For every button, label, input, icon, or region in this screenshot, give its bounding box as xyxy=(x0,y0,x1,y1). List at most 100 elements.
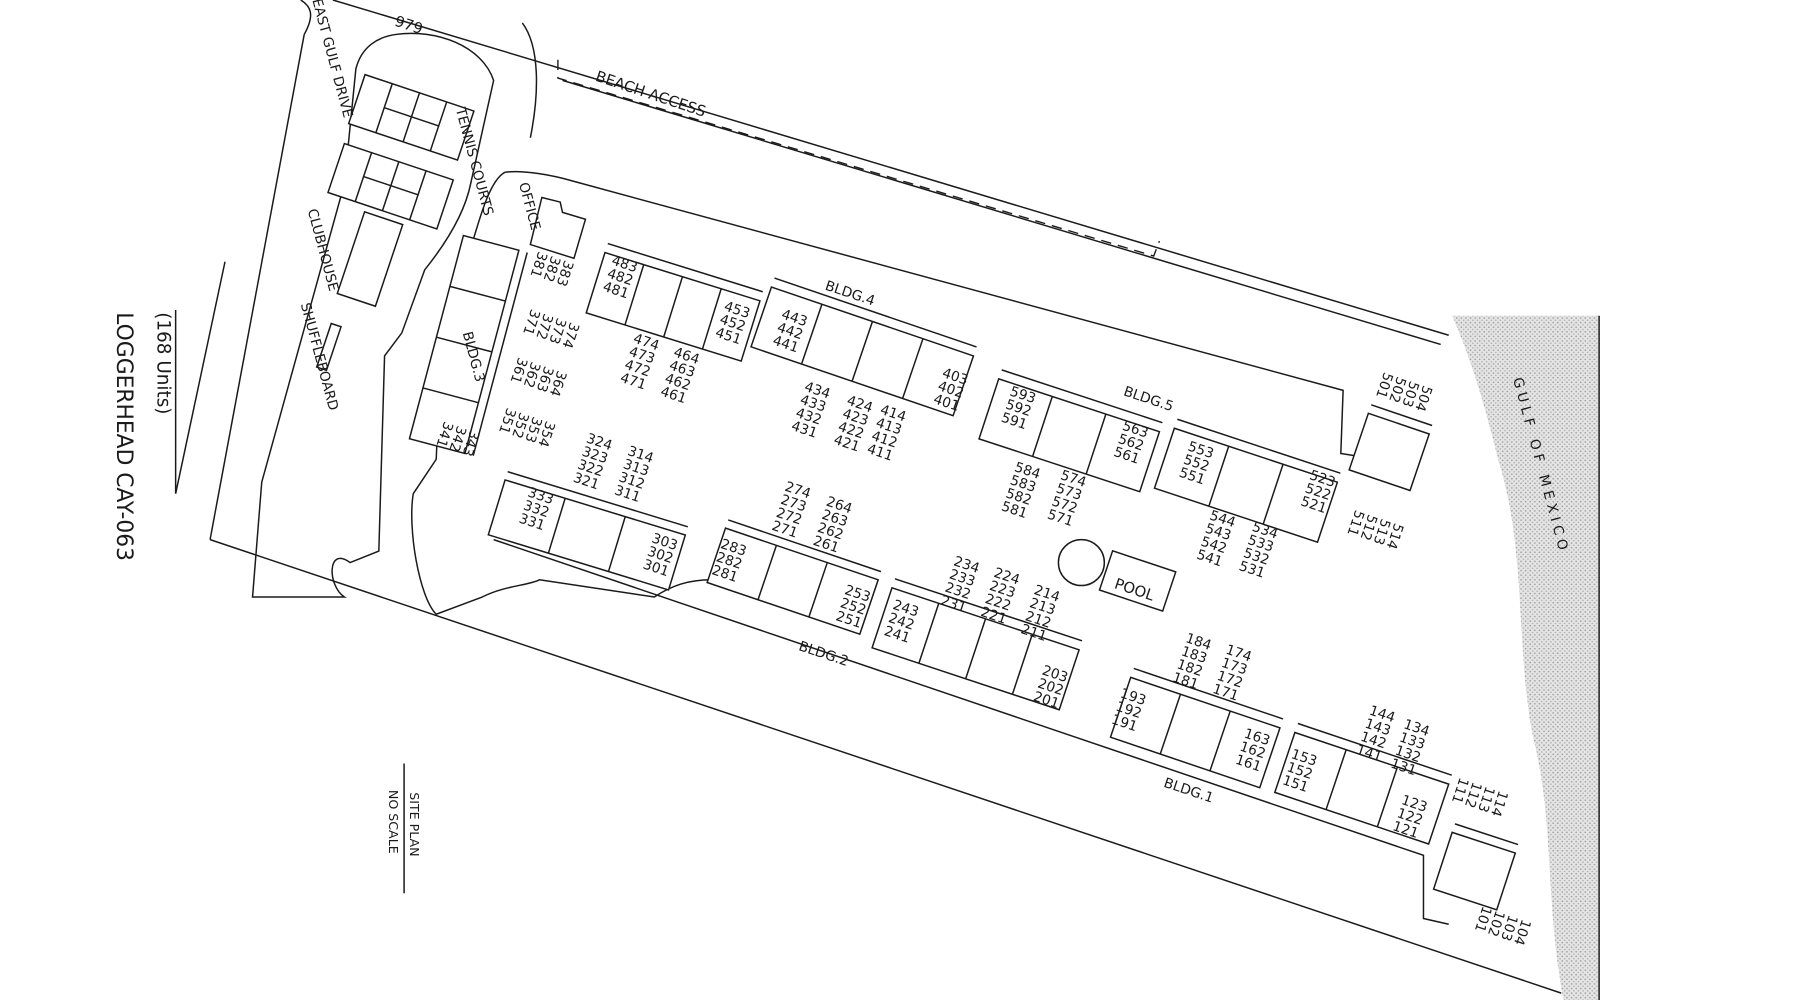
unit-number: 342 xyxy=(445,424,469,454)
unit-number: 103 xyxy=(1497,913,1521,943)
building-footprint xyxy=(1432,831,1517,911)
unit-number: 483 xyxy=(609,253,639,277)
unit-number: 412 xyxy=(869,428,899,452)
unit-number: 174 xyxy=(1224,642,1254,666)
unit-divider xyxy=(1011,634,1034,695)
property-lines xyxy=(174,0,1562,994)
unit-number: 102 xyxy=(1484,908,1508,938)
unit-number: 364 xyxy=(546,368,570,398)
unit-number: 481 xyxy=(601,279,631,303)
unit-number: 211 xyxy=(1019,621,1049,645)
building-label: BLDG.2 xyxy=(797,638,851,670)
unit-divider xyxy=(757,545,778,600)
unit-number: 463 xyxy=(667,358,697,382)
unit-number: 171 xyxy=(1210,681,1240,705)
unit-number: 431 xyxy=(789,418,819,442)
unit-number: 343 xyxy=(459,428,483,458)
unit-number: 183 xyxy=(1179,643,1209,667)
unit-number: 503 xyxy=(1398,379,1422,409)
unit-number: 213 xyxy=(1028,595,1058,619)
unit-divider xyxy=(1262,463,1284,525)
unit-number: 373 xyxy=(545,316,569,346)
unit-number: 202 xyxy=(1036,676,1066,700)
unit-number: 173 xyxy=(1219,655,1249,679)
unit-number: 471 xyxy=(618,370,648,394)
unit-number: 313 xyxy=(621,456,651,480)
unit-number: 474 xyxy=(631,331,661,355)
unit-divider xyxy=(918,603,940,664)
unit-number: 212 xyxy=(1023,608,1053,632)
unit-number: 511 xyxy=(1343,508,1367,538)
walkway-line xyxy=(472,252,528,456)
project-title: LOGGERHEAD CAY-063 xyxy=(111,312,136,561)
unit-number: 351 xyxy=(495,406,519,436)
unit-number: 571 xyxy=(1045,507,1075,531)
shuffleboard-label: SHUFFLEBOARD xyxy=(297,301,341,412)
unit-number: 592 xyxy=(1003,397,1033,421)
unit-number: 193 xyxy=(1118,686,1148,710)
unit-number: 321 xyxy=(571,470,601,494)
walkway-line xyxy=(1454,823,1519,846)
clubhouse xyxy=(336,210,404,308)
unit-number: 502 xyxy=(1385,375,1409,405)
unit-number: 552 xyxy=(1181,452,1211,476)
unit-number: 372 xyxy=(532,311,556,341)
unit-number: 371 xyxy=(519,307,543,337)
tennis-courts-label: TENNIS COURTS xyxy=(452,105,496,217)
unit-number: 281 xyxy=(710,562,740,586)
unit-number: 161 xyxy=(1233,752,1263,776)
unit-number: 591 xyxy=(999,410,1029,434)
unit-number: 411 xyxy=(865,441,895,465)
unit-number: 163 xyxy=(1242,726,1272,750)
unit-number: 301 xyxy=(641,557,671,581)
unit-number: 462 xyxy=(663,371,693,395)
unit-number: 362 xyxy=(520,360,544,390)
road-name: EAST GULF DRIVE xyxy=(308,0,355,120)
unit-number: 274 xyxy=(783,479,813,503)
walkway-line xyxy=(1133,667,1284,720)
unit-divider xyxy=(547,498,566,554)
unit-number: 101 xyxy=(1471,904,1495,934)
unit-number: 452 xyxy=(718,312,748,336)
unit-number: 263 xyxy=(820,507,850,531)
unit-number: 551 xyxy=(1177,465,1207,489)
unit-number: 441 xyxy=(771,333,801,357)
unit-number: 141 xyxy=(1354,742,1384,766)
unit-number: 534 xyxy=(1250,519,1280,543)
unit-number: 433 xyxy=(798,392,828,416)
unit-number: 114 xyxy=(1487,789,1511,819)
unit-number: 331 xyxy=(517,511,547,535)
unit-number: 341 xyxy=(432,419,456,449)
tennis-court xyxy=(327,142,455,230)
unit-divider xyxy=(964,618,987,680)
unit-number: 112 xyxy=(1461,780,1485,810)
unit-number: 352 xyxy=(508,410,532,440)
unit-divider xyxy=(607,516,626,572)
unit-number: 232 xyxy=(943,580,973,604)
unit-number: 543 xyxy=(1203,521,1233,545)
unit-number: 421 xyxy=(832,432,862,456)
building-label: BLDG.4 xyxy=(823,278,877,310)
unit-number: 521 xyxy=(1299,494,1329,518)
unit-number: 143 xyxy=(1363,716,1393,740)
unit-number: 311 xyxy=(612,482,642,506)
unit-number: 222 xyxy=(983,591,1013,615)
unit-number: 583 xyxy=(1008,472,1038,496)
